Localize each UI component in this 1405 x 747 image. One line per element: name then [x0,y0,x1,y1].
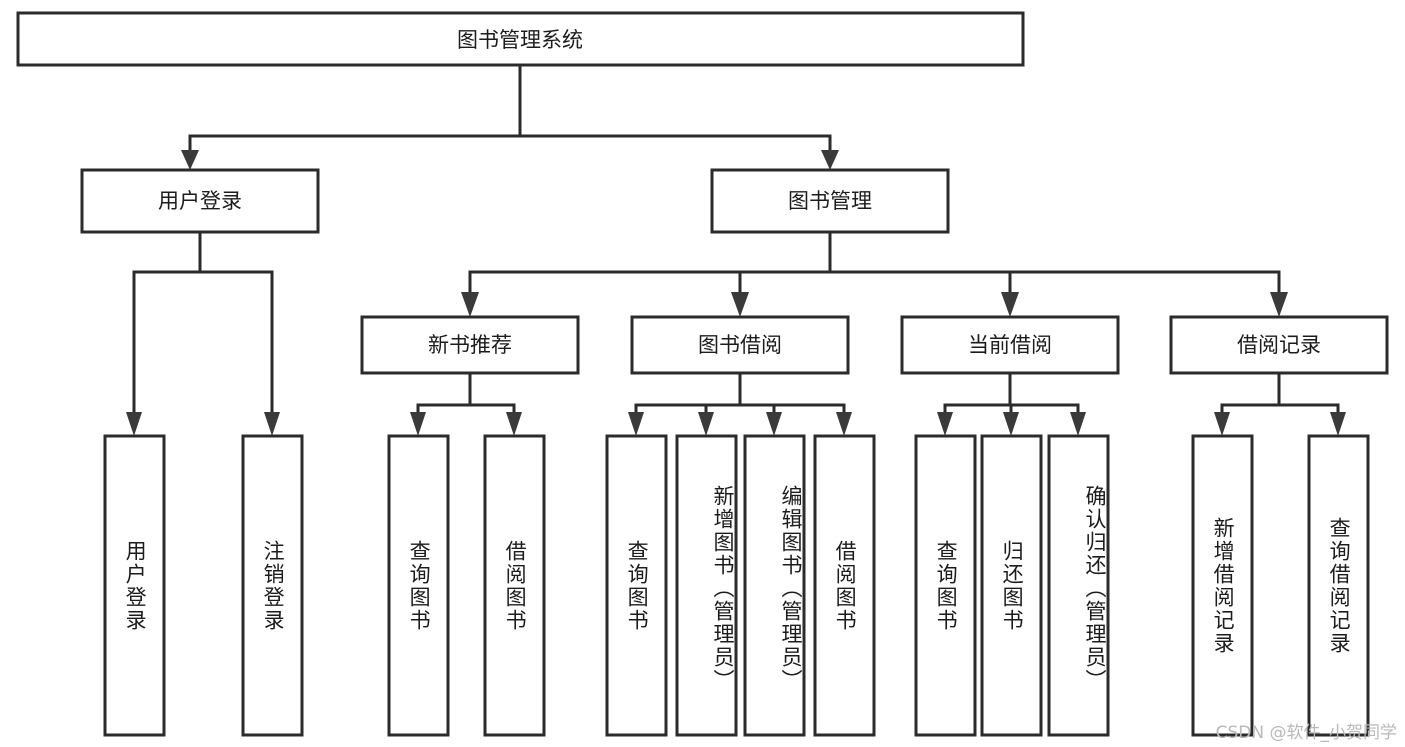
arrow-to-current-borrow [1001,292,1019,317]
node-root[interactable] [16,11,1025,67]
arrow-to-leaf-edit-book [766,412,782,436]
arrow-to-new-book-recommend [461,292,479,317]
node-leaf-query-book-c[interactable] [914,434,977,737]
node-current-borrow-label: 当前借阅 [968,333,1052,357]
node-leaf-borrow-book-a[interactable] [483,434,546,737]
node-leaf-edit-book[interactable] [743,434,806,737]
node-leaf-query-book-a[interactable] [387,434,450,737]
arrow-to-leaf-query-book-a [410,412,426,436]
arrow-to-leaf-return-book [1003,412,1019,436]
csdn-watermark: CSDN @软件_小贺同学 [1215,723,1397,743]
node-book-manage[interactable] [710,168,950,234]
arrow-to-leaf-add-record [1214,412,1230,436]
node-leaf-query-book-b[interactable] [605,434,668,737]
node-leaf-logout[interactable] [241,434,304,737]
node-new-book-recommend[interactable] [360,315,580,375]
node-leaf-user-login[interactable] [103,434,166,737]
connector-layer [126,63,1346,436]
node-layer: 图书管理系统 用户登录 图书管理 新书推荐 图书借阅 当前借阅 借阅记录 [16,11,1389,737]
node-book-borrow[interactable] [630,315,850,375]
arrow-to-leaf-query-record [1330,412,1346,436]
arrow-to-leaf-borrow-book-a [506,412,522,436]
node-new-book-recommend-label: 新书推荐 [428,333,512,357]
node-leaf-confirm-return[interactable] [1047,434,1110,737]
arrow-to-leaf-user-login [126,412,142,436]
arrow-to-leaf-logout [264,412,280,436]
arrow-to-leaf-query-book-c [937,412,953,436]
arrow-to-leaf-query-book-b [628,412,644,436]
arrow-to-borrow-record [1270,292,1288,317]
node-current-borrow[interactable] [900,315,1120,375]
node-leaf-add-book[interactable] [675,434,738,737]
arrow-to-leaf-confirm-return [1070,412,1086,436]
arrow-to-user-login [181,150,199,170]
node-leaf-return-book[interactable] [980,434,1043,737]
node-leaf-query-record[interactable] [1307,434,1370,737]
node-book-borrow-label: 图书借阅 [698,333,782,357]
arrow-to-leaf-add-book [698,412,714,436]
arrow-to-leaf-borrow-book-b [836,412,852,436]
node-user-login[interactable] [80,168,320,234]
node-borrow-record[interactable] [1169,315,1389,375]
node-book-manage-label: 图书管理 [788,189,872,213]
node-user-login-label: 用户登录 [158,189,242,213]
node-leaf-borrow-book-b[interactable] [813,434,876,737]
arrow-to-book-borrow [731,292,749,317]
node-leaf-add-record[interactable] [1191,434,1254,737]
node-root-label: 图书管理系统 [457,28,583,52]
node-borrow-record-label: 借阅记录 [1237,333,1321,357]
arrow-to-book-manage [821,150,839,170]
